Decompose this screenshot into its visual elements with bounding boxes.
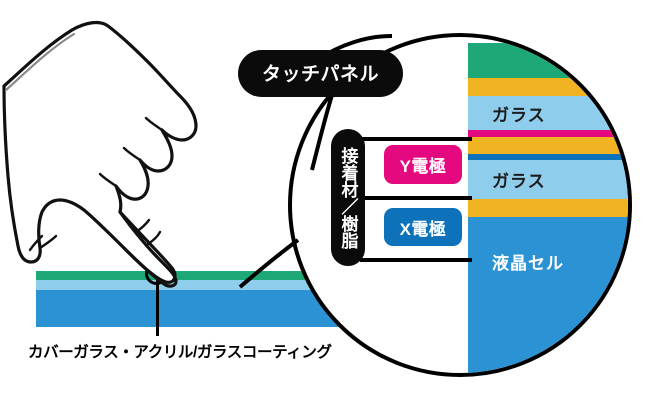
label-touch-panel: タッチパネル (238, 50, 404, 97)
layer-glass-upper: ガラス (468, 96, 628, 130)
label-adhesive-resin: 接着材／樹脂 (331, 129, 365, 266)
layer-cover-coating (468, 43, 628, 78)
layer-x-electrode-line (468, 154, 628, 160)
leader-line-adhesive-middle (360, 196, 472, 200)
callout-leader-line (155, 274, 159, 336)
chip-y-electrode: Y電極 (384, 145, 462, 184)
caption-cover-glass: カバーガラス・アクリル/ガラスコーティング (28, 344, 332, 361)
layer-adhesive-bottom (468, 199, 628, 217)
layer-adhesive-middle (468, 137, 628, 154)
layer-stack: ガラス ガラス 液晶セル (468, 37, 628, 373)
leader-line-adhesive-bottom (360, 258, 472, 262)
strip-layer-cover-coating (36, 271, 436, 280)
label-adhesive-resin-text: 接着材／樹脂 (338, 146, 358, 249)
layer-adhesive-top (468, 78, 628, 96)
pill-to-circle-leader (310, 94, 334, 171)
layer-glass-lower: ガラス (468, 160, 628, 199)
circle-to-panel-leader (238, 238, 300, 289)
leader-line-adhesive-top (360, 137, 472, 141)
pointing-hand-illustration (2, 20, 198, 288)
chip-x-electrode: X電極 (384, 208, 462, 246)
strip-layer-touch-panel (36, 280, 436, 290)
layer-lcd-cell: 液晶セル (468, 217, 628, 373)
layer-y-electrode-line (468, 130, 628, 137)
